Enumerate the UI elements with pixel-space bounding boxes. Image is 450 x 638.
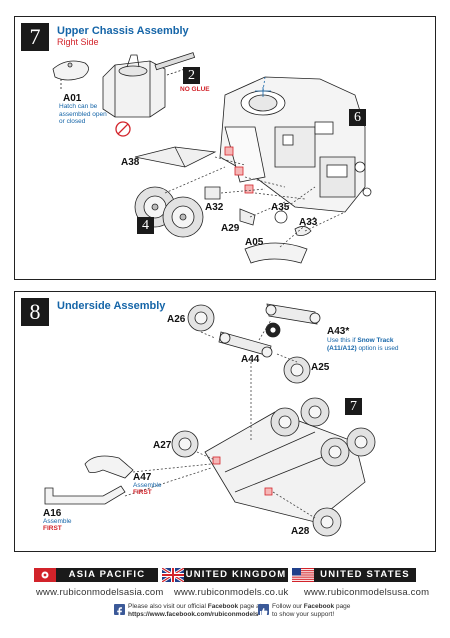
url-usa[interactable]: www.rubiconmodelsusa.com [304,587,430,598]
a47-first-note: FIRST [133,489,152,496]
no-glue-warning: NO GLUE [180,86,210,93]
part-label-a28: A28 [291,526,310,537]
part-label-a33: A33 [299,217,318,228]
hong-kong-flag-icon [34,568,56,582]
step-7-panel: 7 Upper Chassis Assembly Right Side [14,16,436,280]
part-label-a43: A43* [327,326,350,337]
underside-drawing [44,303,376,537]
a16-first-note: FIRST [43,525,62,532]
region-name-united-kingdom: UNITED KINGDOM [184,568,288,582]
part-label-a01: A01 [63,93,82,104]
a16-assemble-note: Assemble [43,518,72,525]
region-asia-pacific: ASIA PACIFIC [34,568,158,582]
step-ref-4: 4 [137,217,154,234]
a01-hatch-note: Hatch can be assembled open or closed [59,103,107,125]
facebook-url-link[interactable]: https://www.facebook.com/rubiconmodels [128,611,259,618]
facebook-visit-text: Please also visit our official Facebook … [128,603,262,618]
a43-snow-track-note: Use this if Snow Track (A11/A12) option … [327,337,399,352]
part-label-a47: A47 [133,472,152,483]
region-united-kingdom: UNITED KINGDOM [162,568,288,582]
facebook-icon[interactable] [114,604,125,617]
step-ref-6: 6 [349,109,366,126]
step-number-8: 8 [21,298,49,326]
part-label-a05: A05 [245,237,264,248]
url-uk[interactable]: www.rubiconmodels.co.uk [174,587,289,598]
region-united-states: UNITED STATES [292,568,416,582]
region-name-united-states: UNITED STATES [314,568,416,582]
usa-flag-icon [292,568,314,582]
part-label-a38: A38 [121,157,140,168]
part-label-a35: A35 [271,202,290,213]
part-label-a25: A25 [311,362,330,373]
step-ref-7: 7 [345,398,362,415]
region-name-asia-pacific: ASIA PACIFIC [56,568,158,582]
upper-chassis-drawing [52,52,372,264]
like-icon[interactable] [258,604,269,616]
part-label-a27: A27 [153,440,172,451]
url-asia[interactable]: www.rubiconmodelsasia.com [36,587,164,598]
a47-assemble-note: Assemble [133,482,162,489]
step-7-title: Upper Chassis Assembly [57,25,189,37]
footer: ASIA PACIFIC www.rubiconmodelsasia.com U… [14,562,434,630]
part-label-a29: A29 [221,223,240,234]
facebook-follow-text: Follow our Facebook page to show your su… [272,603,351,618]
step-7-subtitle: Right Side [57,37,99,47]
step-ref-2: 2 [183,67,200,84]
step-number-7: 7 [21,23,49,51]
step-8-panel: 8 Underside Assembly [14,291,436,552]
uk-flag-icon [162,568,184,582]
part-label-a16: A16 [43,508,62,519]
step-8-title: Underside Assembly [57,300,166,312]
part-label-a44: A44 [241,354,260,365]
part-label-a32: A32 [205,202,224,213]
part-label-a26: A26 [167,314,186,325]
